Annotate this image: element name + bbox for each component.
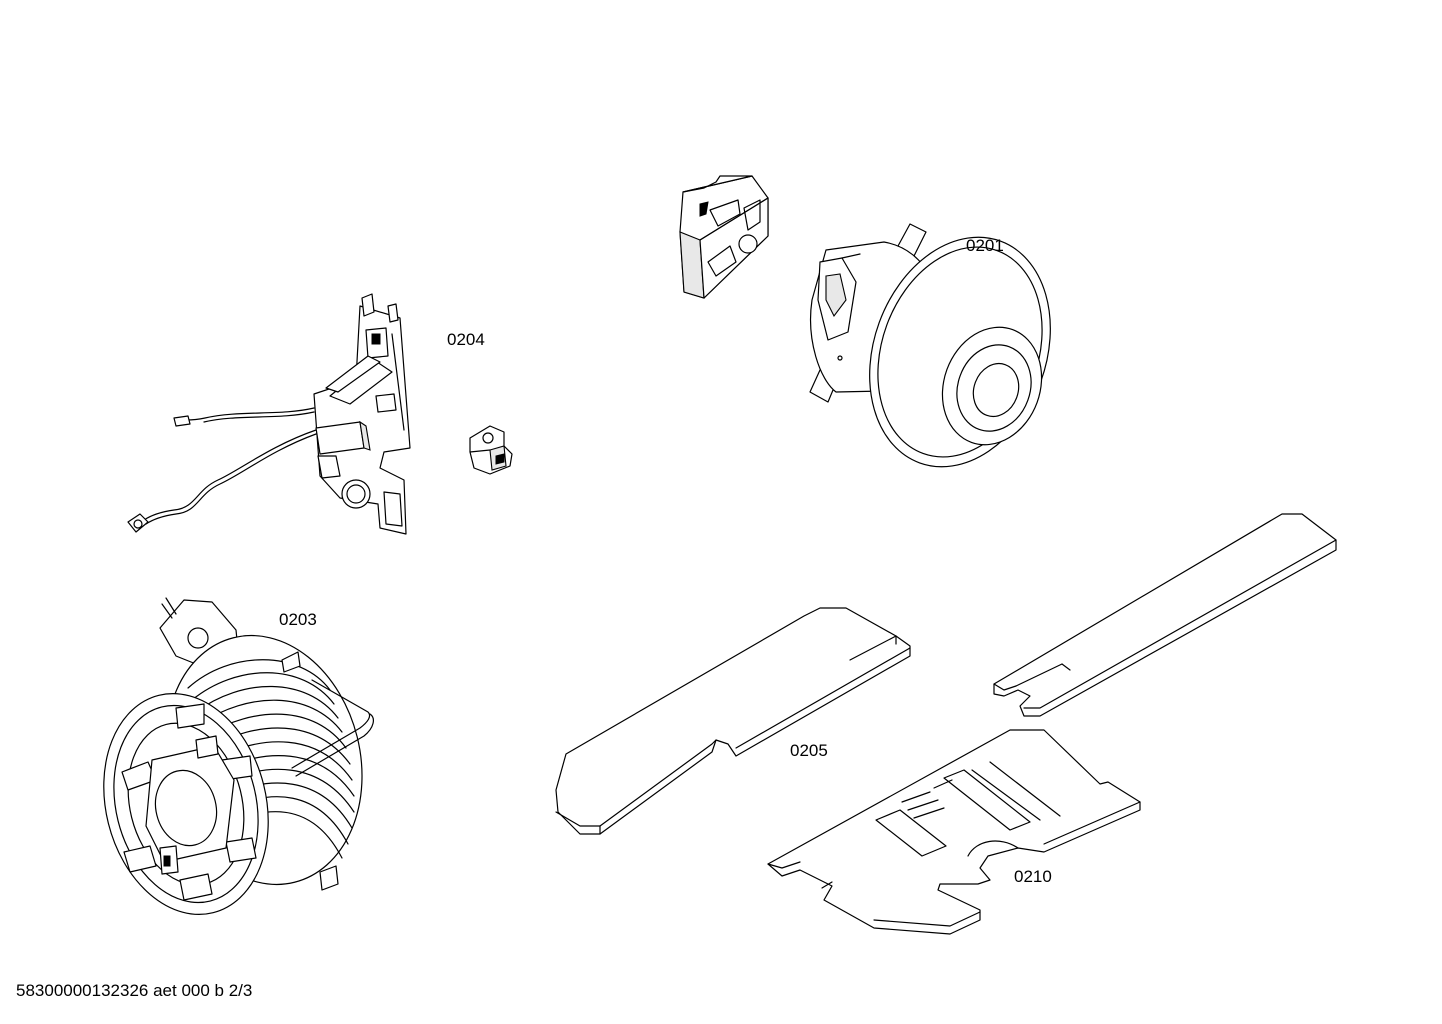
label-0205: 0205 <box>790 741 828 760</box>
circuit-board-0204 <box>127 293 411 535</box>
motor-0201 <box>809 223 1051 468</box>
label-0210: 0210 <box>1014 867 1052 886</box>
base-plate-0210 <box>767 729 1141 935</box>
motor-mount-block <box>679 175 769 299</box>
cable-reel-0203 <box>103 597 374 915</box>
label-0201: 0201 <box>966 236 1004 255</box>
filter-plate-0205 <box>555 607 911 835</box>
small-clip-part <box>469 425 513 475</box>
label-0204: 0204 <box>447 330 485 349</box>
label-0203: 0203 <box>279 610 317 629</box>
filter-strip <box>993 513 1337 717</box>
document-footer-code: 58300000132326 aet 000 b 2/3 <box>16 981 253 1000</box>
